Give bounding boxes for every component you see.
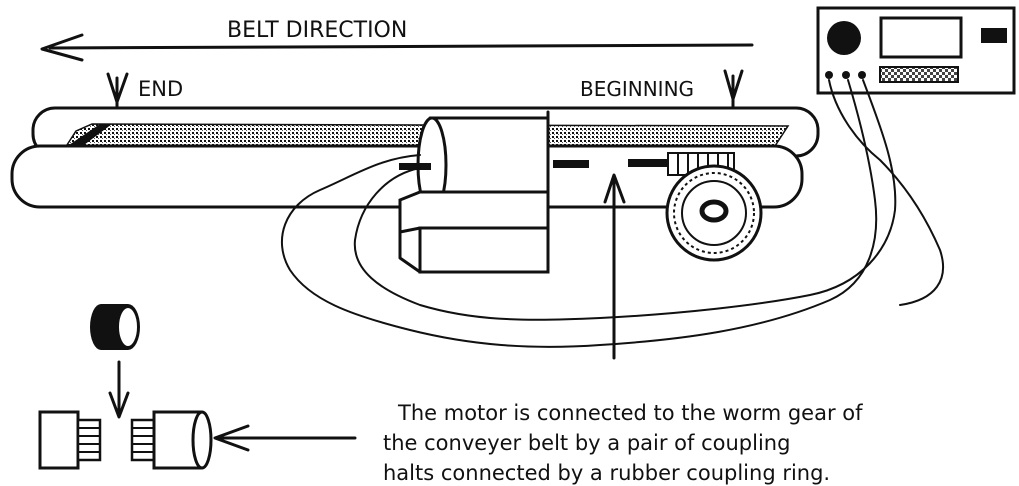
rubber-coupling-ring [90, 304, 140, 350]
coupling-halt-left [38, 410, 102, 470]
control-terminal [858, 71, 866, 79]
caption-pointer [603, 173, 626, 360]
motor [399, 110, 550, 274]
gear-wheel [665, 164, 763, 262]
control-switch [981, 28, 1007, 43]
control-display [879, 16, 963, 59]
ring-down-arrow [108, 360, 130, 419]
control-terminal [825, 71, 833, 79]
belt-direction-arrow [40, 33, 754, 62]
coupling-bar-left [553, 160, 589, 168]
control-indicator-strip [879, 66, 959, 83]
end-label: END [138, 77, 183, 101]
control-knob [827, 21, 861, 55]
caption-line-1: The motor is connected to the worm gear … [397, 401, 863, 425]
coupling-bar-right [628, 159, 668, 167]
control-terminal [842, 71, 850, 79]
coupling-halt-right [130, 410, 213, 470]
belt-direction-label: BELT DIRECTION [227, 18, 407, 43]
caption-line-2: the conveyer belt by a pair of coupling [383, 431, 790, 455]
caption-left-arrow [213, 424, 357, 452]
motor-base-box [398, 190, 550, 274]
caption-line-3: halts connected by a rubber coupling rin… [383, 461, 830, 485]
control-unit [816, 6, 1016, 95]
beginning-label: BEGINNING [580, 77, 694, 101]
wires [281, 79, 945, 348]
